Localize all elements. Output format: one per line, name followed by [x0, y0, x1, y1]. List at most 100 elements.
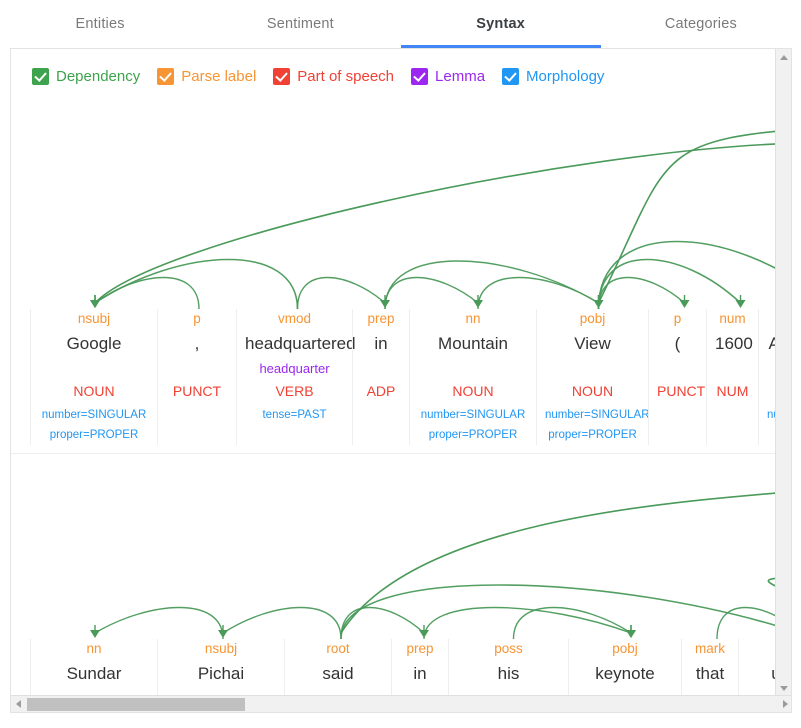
token-column[interactable]: p,PUNCT — [157, 309, 237, 445]
token-morphology: tense=PAST — [245, 405, 344, 445]
parse-label: root — [326, 641, 350, 656]
checkbox-checked-icon[interactable] — [273, 68, 291, 85]
parse-label: vmod — [277, 311, 311, 326]
horizontal-scroll-thumb[interactable] — [27, 698, 245, 711]
token-part-of-speech: NOUN — [452, 383, 494, 399]
token-morphology — [715, 405, 750, 445]
scroll-right-arrow-icon[interactable] — [783, 700, 788, 708]
legend-label-parse-label: Parse label — [181, 68, 257, 85]
token-word: View — [574, 334, 611, 353]
token-morphology — [657, 405, 698, 445]
token-column[interactable]: pobjkeynoteNOUNnumber=SINGULAR — [568, 639, 682, 697]
toggle-morphology[interactable]: Morphology — [502, 68, 604, 85]
parse-label: pobj — [612, 641, 638, 656]
parse-label: nn — [465, 311, 481, 326]
token-word: in — [413, 664, 427, 683]
token-word: headquartered — [245, 334, 356, 353]
token-column[interactable]: p(PUNCT — [648, 309, 707, 445]
tab-sentiment[interactable]: Sentiment — [266, 16, 334, 32]
legend-label-part-of-speech: Part of speech — [297, 68, 395, 85]
morphology-feature: proper=PROPER — [49, 429, 139, 441]
token-lemma — [545, 359, 640, 378]
parse-label: pobj — [579, 311, 606, 326]
tab-bar: Entities Sentiment Syntax Categories — [0, 0, 801, 48]
parse-label: p — [193, 311, 201, 326]
token-word: that — [695, 664, 725, 683]
token-column[interactable]: nnAmphitheatreNOUNnumber=SINGULARproper=… — [758, 309, 776, 445]
tab-syntax[interactable]: Syntax — [400, 0, 602, 48]
token-morphology: number=SINGULAR proper=PROPER — [39, 405, 149, 445]
horizontal-scrollbar[interactable] — [11, 695, 791, 712]
token-morphology: number=SINGULAR proper=PROPER — [418, 405, 528, 445]
toggle-lemma[interactable]: Lemma — [411, 68, 485, 85]
token-part-of-speech: PUNCT — [172, 383, 222, 399]
token-word: ( — [674, 334, 681, 353]
token-part-of-speech: NUM — [716, 383, 749, 399]
morphology-feature: number=SINGULAR — [420, 409, 526, 421]
token-lemma — [657, 359, 698, 378]
token-word: Sundar — [66, 664, 122, 683]
token-word: 1600 — [715, 334, 753, 353]
scroll-down-arrow-icon[interactable] — [780, 686, 788, 691]
checkbox-checked-icon[interactable] — [157, 68, 175, 85]
parse-label: nsubj — [77, 311, 111, 326]
token-word: keynote — [595, 664, 655, 683]
token-part-of-speech: ADP — [366, 383, 396, 399]
token-column[interactable]: markthatADP — [681, 639, 739, 697]
morphology-feature: proper=PROPER — [428, 429, 518, 441]
legend-toggles: Dependency Parse label Part of speech Le… — [32, 68, 604, 85]
token-lemma — [361, 359, 401, 378]
legend-label-morphology: Morphology — [526, 68, 605, 85]
token-column[interactable]: posshisPRONcase=GENITIVEgender=MASCULINE… — [448, 639, 569, 697]
legend-label-dependency: Dependency — [56, 68, 141, 85]
dependency-arcs — [90, 130, 776, 310]
checkbox-checked-icon[interactable] — [502, 68, 520, 85]
token-word: in — [374, 334, 388, 353]
token-lemma — [715, 359, 750, 378]
token-column[interactable]: rootsaidsayVERBmood=INDICATIVEtense=PAST — [284, 639, 392, 697]
token-part-of-speech: VERB — [275, 383, 314, 399]
token-word: Google — [66, 334, 122, 353]
parse-label: p — [673, 311, 682, 326]
morphology-feature: number=SINGULAR — [767, 409, 776, 421]
tab-entities[interactable]: Entities — [75, 16, 125, 32]
toggle-part-of-speech[interactable]: Part of speech — [273, 68, 394, 85]
scroll-up-arrow-icon[interactable] — [780, 55, 788, 60]
token-part-of-speech: NOUN — [571, 383, 614, 399]
morphology-feature: number=SINGULAR — [41, 409, 147, 421]
token-lemma — [166, 359, 228, 378]
token-column[interactable]: nsubjPichaiNOUNnumber=SINGULARproper=PRO… — [157, 639, 285, 697]
token-morphology — [166, 405, 228, 445]
morphology-feature: tense=PAST — [262, 409, 327, 421]
parse-label: nn — [86, 641, 102, 656]
token-lemma: say — [293, 689, 383, 697]
scroll-left-arrow-icon[interactable] — [16, 700, 21, 708]
parse-label: poss — [494, 641, 523, 656]
token-lemma: headquarter — [259, 361, 330, 376]
token-word: said — [322, 664, 354, 683]
vertical-scrollbar[interactable] — [775, 49, 791, 697]
parse-label: num — [719, 311, 746, 326]
checkbox-checked-icon[interactable] — [411, 68, 429, 85]
checkbox-checked-icon[interactable] — [32, 68, 49, 85]
parse-label: nsubj — [747, 639, 777, 659]
legend-label-lemma: Lemma — [435, 68, 486, 85]
tab-categories[interactable]: Categories — [664, 16, 737, 32]
token-word: his — [497, 664, 520, 683]
toggle-dependency[interactable]: Dependency — [32, 68, 140, 85]
parse-label: prep — [367, 311, 395, 326]
syntax-panel: Dependency Parse label Part of speech Le… — [10, 48, 792, 713]
token-word: Amphitheatre — [767, 329, 776, 359]
toggle-parse-label[interactable]: Parse label — [157, 68, 256, 85]
token-column[interactable]: nsubjusersuserNOUNnumber=PLURAL — [738, 639, 776, 697]
